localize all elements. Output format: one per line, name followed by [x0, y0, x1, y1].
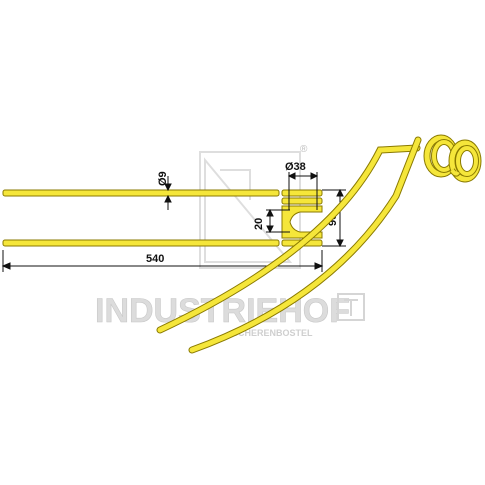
dim-coil-diameter-label: Ø38	[285, 161, 306, 173]
perspective-tine	[156, 134, 482, 354]
dim-coil-diameter	[287, 172, 319, 210]
side-view-coil	[281, 189, 323, 247]
side-view-wires	[2, 189, 280, 247]
dim-coil-gap	[266, 208, 290, 234]
dim-length-label: 540	[146, 253, 164, 265]
dim-wire-diameter	[164, 176, 172, 210]
dim-coil-gap-label: 20	[253, 218, 265, 230]
watermark-subtitle: SCHERENBOSTEL	[232, 328, 313, 338]
dim-total-height	[322, 188, 346, 248]
watermark-logo-small	[337, 293, 365, 321]
watermark-registered: ®	[300, 144, 308, 155]
coil-right	[448, 139, 482, 183]
dim-wire-diameter-label: Ø9	[157, 171, 169, 186]
